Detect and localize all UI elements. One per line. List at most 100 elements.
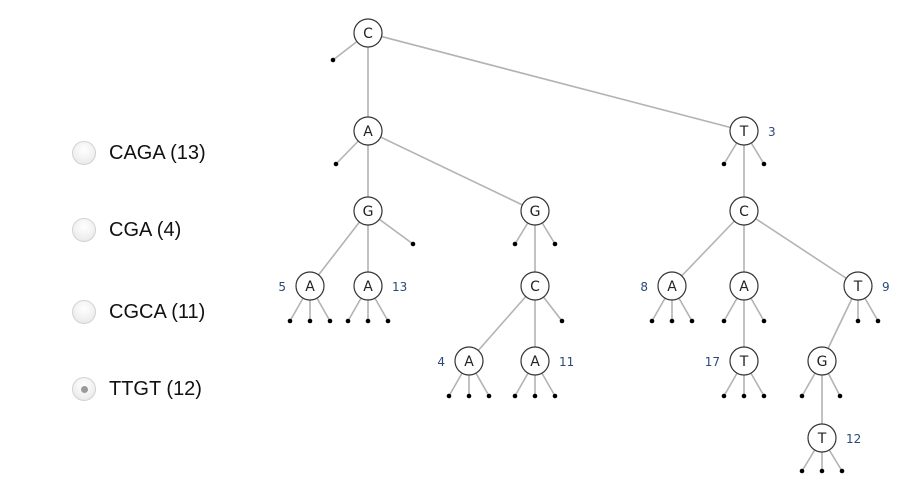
node-letter: C <box>739 204 749 220</box>
leaf-marker <box>512 393 518 399</box>
node-circle <box>729 346 759 376</box>
leaf-marker <box>512 241 518 247</box>
count-label: 8 <box>640 280 648 294</box>
node-letter: G <box>530 204 541 220</box>
node-letter: A <box>739 279 749 295</box>
leaf-marker <box>689 318 695 324</box>
node-letter: C <box>363 26 373 42</box>
node-circle <box>353 116 383 146</box>
node-letter: A <box>667 279 677 295</box>
node-letter: T <box>853 279 863 295</box>
tree-node-n5: C <box>729 196 759 226</box>
node-letter: A <box>363 279 373 295</box>
sequence-options: CAGA (13) CGA (4) CGCA (11) TTGT (12) <box>0 0 260 500</box>
node-letter: T <box>739 354 749 370</box>
count-label: 11 <box>559 355 574 369</box>
leaf-marker <box>761 161 767 167</box>
node-letter: A <box>464 354 474 370</box>
radio-button[interactable] <box>72 218 96 242</box>
leaf-marker <box>721 393 727 399</box>
leaf-marker <box>559 318 565 324</box>
node-circle <box>657 271 687 301</box>
leaf-marker <box>532 393 538 399</box>
node-circle <box>454 346 484 376</box>
option-cga[interactable]: CGA (4) <box>72 218 181 242</box>
radio-button[interactable] <box>72 141 96 165</box>
tree-edge <box>743 210 859 287</box>
tree-edge <box>309 210 369 287</box>
leaf-marker <box>486 393 492 399</box>
leaf-marker <box>552 241 558 247</box>
tree-node-n16: T 12 <box>807 423 861 453</box>
leaf-marker <box>345 318 351 324</box>
radio-button[interactable] <box>72 377 96 401</box>
tree-node-n8: C <box>520 271 550 301</box>
node-circle <box>520 271 550 301</box>
leaf-marker <box>875 318 881 324</box>
leaf-marker <box>385 318 391 324</box>
tree-edge <box>671 210 745 287</box>
option-label: TTGT (12) <box>109 377 202 400</box>
count-label: 17 <box>705 355 720 369</box>
node-circle <box>353 271 383 301</box>
radio-button[interactable] <box>72 300 96 324</box>
node-circle <box>729 271 759 301</box>
node-letter: G <box>363 204 374 220</box>
leaf-marker <box>330 57 336 63</box>
leaf-marker <box>837 393 843 399</box>
node-letter: T <box>817 431 827 447</box>
node-circle <box>843 271 873 301</box>
node-circle <box>729 196 759 226</box>
leaf-marker <box>287 318 293 324</box>
tree-edge <box>367 32 745 132</box>
tree-node-n0: C <box>353 18 383 48</box>
node-circle <box>353 18 383 48</box>
tree-node-n12: A4 <box>437 346 484 376</box>
leaf-marker <box>333 161 339 167</box>
count-label: 12 <box>846 432 861 446</box>
node-circle <box>520 346 550 376</box>
option-label: CGA (4) <box>109 218 182 241</box>
tree-edges <box>309 32 859 438</box>
leaf-marker <box>855 318 861 324</box>
tree-node-n1: A <box>353 116 383 146</box>
node-circle <box>520 196 550 226</box>
leaf-marker <box>649 318 655 324</box>
leaf-marker <box>741 393 747 399</box>
leaf-marker <box>552 393 558 399</box>
node-letter: G <box>817 354 828 370</box>
leaf-marker <box>721 318 727 324</box>
option-ttgt[interactable]: TTGT (12) <box>72 377 202 401</box>
tree-node-n10: A <box>729 271 759 301</box>
count-label: 4 <box>437 355 445 369</box>
leaf-marker <box>466 393 472 399</box>
node-circle <box>729 116 759 146</box>
leaf-marker <box>307 318 313 324</box>
node-circle <box>807 346 837 376</box>
leaf-marker <box>799 468 805 474</box>
node-circle <box>353 196 383 226</box>
tree-node-n15: G <box>807 346 837 376</box>
leaf-stubs <box>287 32 881 474</box>
option-label: CGCA (11) <box>109 300 206 323</box>
leaf-marker <box>799 393 805 399</box>
leaf-marker <box>721 161 727 167</box>
node-letter: A <box>530 354 540 370</box>
node-letter: C <box>530 279 540 295</box>
tree-node-n6: A5 <box>278 271 325 301</box>
tree-node-n3: G <box>353 196 383 226</box>
leaf-marker <box>410 241 416 247</box>
count-label: 9 <box>882 280 890 294</box>
leaf-marker <box>839 468 845 474</box>
count-label: 5 <box>278 280 286 294</box>
option-caga[interactable]: CAGA (13) <box>72 141 206 165</box>
option-cgca[interactable]: CGCA (11) <box>72 300 205 324</box>
leaf-marker <box>761 393 767 399</box>
tree-edge <box>367 130 536 212</box>
leaf-marker <box>761 318 767 324</box>
